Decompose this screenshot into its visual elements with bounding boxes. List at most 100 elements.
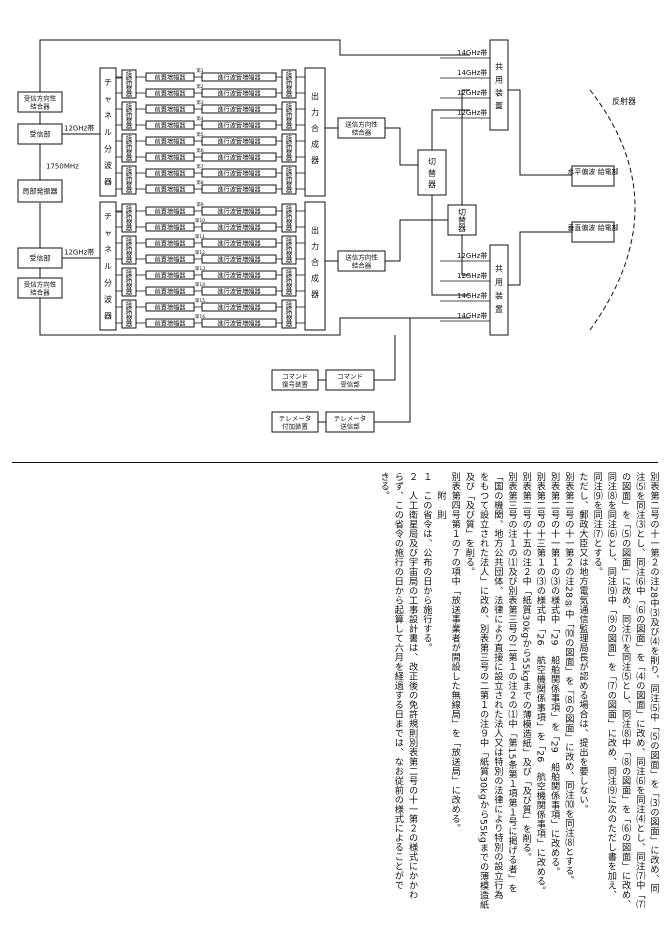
local-oscillator-frequency: 1750MHz <box>46 162 79 170</box>
lower-channel-filter <box>99 201 117 331</box>
lower-connection-switch-r <box>281 235 297 265</box>
svg-text:替: 替 <box>126 218 133 227</box>
svg-text:接: 接 <box>286 102 293 111</box>
svg-text:替: 替 <box>286 250 293 259</box>
svg-text:出: 出 <box>311 91 319 101</box>
pre-amplifier: 前置増幅器 <box>145 120 195 130</box>
svg-text:接: 接 <box>126 236 133 245</box>
svg-text:ネ: ネ <box>104 245 112 254</box>
svg-text:替: 替 <box>286 314 293 323</box>
pre-amplifier-label: 前置増幅器 <box>155 89 187 97</box>
svg-text:続: 続 <box>126 272 133 281</box>
if-12ghz-top-label: 12GHz帯 <box>64 123 94 132</box>
svg-text:続: 続 <box>286 170 293 179</box>
svg-text:替: 替 <box>286 84 293 93</box>
bottom-receive-coupler-label: 受信方向性結合器 <box>24 279 57 296</box>
svg-text:接: 接 <box>126 134 133 143</box>
upper-connection-switch-r <box>281 69 297 99</box>
document-body: 別表第二号の十一第２の注28中⑶及び⑷を削り、同注⑸中「⑸の図面」を「⑶の図面」… <box>325 472 660 930</box>
vertical-polarization-feed: 垂直偏波 給電部 <box>567 221 619 243</box>
text-column: 「国の機関、地方公共団体、法律により直接に設立された法人又は特別の法律により特別… <box>491 472 503 900</box>
svg-text:出: 出 <box>311 225 319 235</box>
svg-text:続: 続 <box>286 74 293 83</box>
traveling-wave-tube-amplifier: 進行波管増幅器 <box>201 222 277 232</box>
twta-label: 進行波管増幅器 <box>217 153 261 161</box>
command-receiver: コマンド受信部 <box>325 369 375 391</box>
text-column: きる。 <box>378 472 390 501</box>
svg-text:替: 替 <box>126 116 133 125</box>
bottom-transmit-coupler-label: 送信方向性結合器 <box>345 252 378 269</box>
svg-text:替: 替 <box>126 314 133 323</box>
lower-connection-switch-r <box>281 203 297 233</box>
channel-number-tag: 第14 <box>195 281 205 288</box>
switch-2 <box>447 204 477 236</box>
channel-number-tag: 第4 <box>196 115 203 122</box>
text-column: １ この省令は、公布の日から施行する。 <box>420 472 432 653</box>
pre-amplifier: 前置増幅器 <box>145 238 195 248</box>
svg-text:替: 替 <box>286 282 293 291</box>
traveling-wave-tube-amplifier: 進行波管増幅器 <box>201 318 277 328</box>
traveling-wave-tube-amplifier: 進行波管増幅器 <box>201 302 277 312</box>
top-band-label: 12GHz帯 <box>457 88 487 97</box>
svg-text:接: 接 <box>286 300 293 309</box>
pre-amplifier: 前置増幅器 <box>145 222 195 232</box>
svg-text:替: 替 <box>458 215 466 225</box>
channel-number-tag: 第11 <box>195 233 205 240</box>
lower-connection-switch-r <box>281 299 297 329</box>
bottom-receiver: 受信部 <box>17 247 63 269</box>
svg-text:切: 切 <box>286 144 293 152</box>
svg-text:器: 器 <box>126 90 133 98</box>
text-column: 同注⑼を同注⑺とする。 <box>591 472 603 577</box>
svg-text:器: 器 <box>126 186 133 194</box>
svg-text:接: 接 <box>126 102 133 111</box>
svg-text:置: 置 <box>495 305 503 314</box>
svg-text:切: 切 <box>286 176 293 184</box>
svg-text:切: 切 <box>286 246 293 254</box>
svg-text:装: 装 <box>495 87 503 97</box>
channel-number-tag: 第10 <box>195 217 205 224</box>
svg-text:力: 力 <box>311 241 319 251</box>
svg-text:替: 替 <box>286 148 293 157</box>
twta-label: 進行波管増幅器 <box>217 287 261 295</box>
twta-label: 進行波管増幅器 <box>217 271 261 279</box>
svg-text:接: 接 <box>286 236 293 245</box>
twta-label: 進行波管増幅器 <box>217 255 261 263</box>
text-column: 及び「及び質」を削る。 <box>463 472 475 577</box>
channel-number-tag: 第8 <box>196 179 203 186</box>
text-column: 同注⑻を同注⑹とし、同注⑼中「⑼の図面」を「⑺の図面」に改め、同注⑼に次のただし… <box>605 472 617 900</box>
switch-1-label: 切替器 <box>428 157 436 189</box>
pre-amplifier-label: 前置増幅器 <box>155 239 187 247</box>
text-column: の図面」を「⑸の図面」に改め、同注⑺を同注⑸とし、同注⑻中「⑻の図面」を「⑹の図… <box>619 472 631 909</box>
svg-text:器: 器 <box>126 320 133 328</box>
svg-text:替: 替 <box>286 180 293 189</box>
svg-text:切: 切 <box>286 80 293 88</box>
svg-text:器: 器 <box>126 256 133 264</box>
channel-number-tag: 第13 <box>195 265 205 272</box>
svg-text:ル: ル <box>104 128 112 137</box>
traveling-wave-tube-amplifier: 進行波管増幅器 <box>201 270 277 280</box>
pre-amplifier-label: 前置増幅器 <box>155 207 187 215</box>
top-receive-coupler: 受信方向性結合器 <box>17 91 63 113</box>
svg-text:替: 替 <box>428 168 436 178</box>
channel-number-tag: 第7 <box>196 163 203 170</box>
upper-connection-switch-l <box>121 69 137 99</box>
svg-text:器: 器 <box>286 224 293 232</box>
pre-amplifier: 前置増幅器 <box>145 88 195 98</box>
text-column: 別表第二号の十一第１の⑶の様式中「29 船舶関係事項」を「29 船舶関係事項」に… <box>548 472 560 877</box>
bottom-receiver-label: 受信部 <box>30 253 51 262</box>
svg-text:替: 替 <box>126 180 133 189</box>
telemetry-encoder-label: テレメータ付加装置 <box>279 413 312 430</box>
top-receiver: 受信部 <box>17 123 63 145</box>
svg-text:接: 接 <box>126 70 133 79</box>
twta-label: 進行波管増幅器 <box>217 73 261 81</box>
telemetry-encoder: テレメータ付加装置 <box>271 411 319 433</box>
svg-text:装: 装 <box>495 291 503 301</box>
